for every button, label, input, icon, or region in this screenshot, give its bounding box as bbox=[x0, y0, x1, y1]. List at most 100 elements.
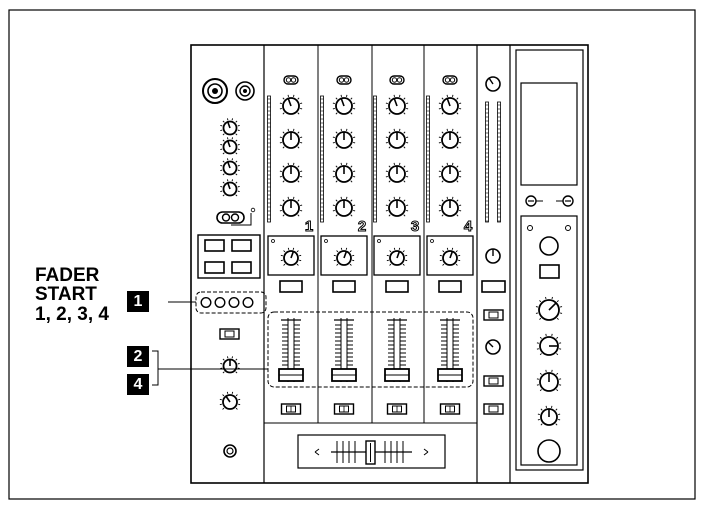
channel-number-4: 4 bbox=[464, 218, 473, 235]
channel-level-meter-4 bbox=[426, 95, 430, 223]
master-switch-1 bbox=[483, 309, 504, 321]
master-section bbox=[481, 76, 506, 415]
channel-level-meter-1 bbox=[267, 95, 271, 223]
channel-color-knob-4 bbox=[439, 247, 461, 266]
channel-4-knob-4 bbox=[438, 196, 462, 217]
fader-start-label-line1: FADER bbox=[35, 265, 100, 286]
channel-1-knob-2 bbox=[279, 128, 303, 149]
channel-1-knob-1 bbox=[279, 94, 303, 115]
badge-bracket bbox=[152, 350, 159, 386]
callout-badge-2: 2 bbox=[127, 346, 149, 367]
channel-strip-4: 4 bbox=[426, 75, 474, 415]
fader-start-label-line2: START bbox=[35, 284, 97, 305]
channel-4-knob-2 bbox=[438, 128, 462, 149]
headphone-jack bbox=[235, 81, 255, 101]
mic-input-jack bbox=[202, 78, 228, 104]
master-button bbox=[481, 280, 506, 293]
channel-color-panel-2 bbox=[320, 235, 368, 276]
mic-eq-knob-4 bbox=[220, 179, 240, 197]
effect-param-knob-2 bbox=[536, 333, 562, 356]
master-switch-3 bbox=[483, 403, 504, 415]
mic-switch bbox=[216, 211, 245, 224]
master-balance-knob bbox=[485, 339, 501, 355]
fader-start-button-4 bbox=[242, 297, 254, 309]
channel-2-knob-3 bbox=[332, 162, 356, 183]
crossfader-assign-switch-2 bbox=[333, 403, 355, 415]
effect-on-off-button bbox=[537, 439, 561, 463]
cue-button-4 bbox=[438, 280, 462, 293]
channel-color-knob-3 bbox=[386, 247, 408, 266]
channel-number-2: 2 bbox=[358, 218, 366, 235]
input-select-switch-4 bbox=[442, 75, 458, 85]
sampler-button-grid bbox=[197, 234, 261, 279]
fader-start-button-1 bbox=[200, 297, 212, 309]
channel-fader-2 bbox=[331, 318, 357, 382]
crossfader-assign-switch-4 bbox=[439, 403, 461, 415]
channel-2-knob-2 bbox=[332, 128, 356, 149]
channel-fader-highlight bbox=[267, 311, 474, 388]
channel-fader-1 bbox=[278, 318, 304, 382]
channel-strip-3: 3 bbox=[373, 75, 421, 415]
channel-color-panel-4 bbox=[426, 235, 474, 276]
cue-button-1 bbox=[279, 280, 303, 293]
channel-2-knob-1 bbox=[332, 94, 356, 115]
input-select-switch-3 bbox=[389, 75, 405, 85]
channel-3-knob-2 bbox=[385, 128, 409, 149]
cue-button-2 bbox=[332, 280, 356, 293]
channel-fader-3 bbox=[384, 318, 410, 382]
channel-color-knob-2 bbox=[333, 247, 355, 266]
channel-level-meter-3 bbox=[373, 95, 377, 223]
figure-frame bbox=[8, 9, 696, 500]
effect-param-knob-1 bbox=[535, 296, 563, 321]
crossfader-assign-switch-1 bbox=[280, 403, 302, 415]
channel-strip-1: 1 bbox=[267, 75, 315, 415]
callout-badge-1: 1 bbox=[127, 291, 149, 312]
input-select-switch-2 bbox=[336, 75, 352, 85]
callout-badge-4: 4 bbox=[127, 374, 149, 395]
channel-number-3: 3 bbox=[411, 218, 419, 235]
crossfader bbox=[297, 434, 446, 469]
cue-button-3 bbox=[385, 280, 409, 293]
channel-3-knob-4 bbox=[385, 196, 409, 217]
effect-depth-knob bbox=[537, 405, 561, 426]
mic-level-knob-2 bbox=[219, 391, 241, 410]
effects-panel bbox=[515, 49, 584, 471]
master-switch-2 bbox=[483, 375, 504, 387]
channel-4-knob-1 bbox=[438, 94, 462, 115]
channel-strip-2: 2 bbox=[320, 75, 368, 415]
headphone-level-jack bbox=[223, 444, 237, 458]
mic-level-knob-1 bbox=[220, 356, 240, 374]
effects-display bbox=[520, 82, 578, 186]
channel-4-knob-3 bbox=[438, 162, 462, 183]
effects-lower-panel bbox=[520, 215, 578, 466]
channel-3-knob-3 bbox=[385, 162, 409, 183]
master-top-knob bbox=[485, 76, 501, 92]
mic-eq-knob-2 bbox=[220, 137, 240, 155]
mic-eq-knob-3 bbox=[220, 158, 240, 176]
effect-select-button bbox=[539, 264, 560, 279]
channel-color-panel-3 bbox=[373, 235, 421, 276]
channel-color-knob-1 bbox=[280, 247, 302, 266]
master-level-meter-right bbox=[497, 101, 501, 223]
fader-start-button-3 bbox=[228, 297, 240, 309]
channel-fader-4 bbox=[437, 318, 463, 382]
channel-3-knob-1 bbox=[385, 94, 409, 115]
input-select-switch-1 bbox=[283, 75, 299, 85]
channel-level-meter-2 bbox=[320, 95, 324, 223]
channel-color-panel-1 bbox=[267, 235, 315, 276]
mic-eq-knob-1 bbox=[220, 118, 240, 136]
fader-start-channels-label: 1, 2, 3, 4 bbox=[35, 304, 109, 325]
channel-1-knob-3 bbox=[279, 162, 303, 183]
crossfader-assign-switch-3 bbox=[386, 403, 408, 415]
channel-2-knob-4 bbox=[332, 196, 356, 217]
master-level-meter-left bbox=[485, 101, 489, 223]
channel-number-1: 1 bbox=[305, 218, 313, 235]
mic-section bbox=[195, 78, 267, 458]
tap-button bbox=[539, 236, 559, 256]
crossfader-panel bbox=[297, 434, 446, 469]
effects-section bbox=[515, 49, 584, 471]
fader-start-button-2 bbox=[214, 297, 226, 309]
channel-1-knob-4 bbox=[279, 196, 303, 217]
